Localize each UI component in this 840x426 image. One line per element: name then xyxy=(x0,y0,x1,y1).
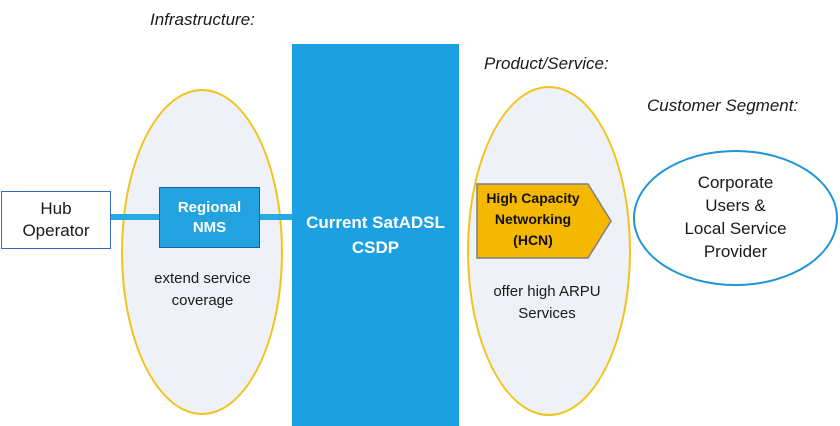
offer-line-1: offer high ARPU xyxy=(493,283,601,300)
hcn-line-1: High Capacity xyxy=(486,190,580,206)
customer-line-1: Corporate xyxy=(697,173,774,192)
offer-line-2: Services xyxy=(518,305,576,322)
infrastructure-label: Infrastructure: xyxy=(150,10,255,29)
csdp-text: Current SatADSL CSDP xyxy=(292,210,459,260)
customer-line-2: Users & xyxy=(705,196,766,215)
regional-nms-box: Regional NMS xyxy=(159,187,260,248)
csdp-bar xyxy=(292,44,459,426)
customer-ellipse xyxy=(633,150,838,286)
regional-nms-line-1: Regional xyxy=(177,198,242,216)
csdp-line-1: Current SatADSL xyxy=(306,213,445,232)
product-service-label: Product/Service: xyxy=(484,54,609,73)
hub-to-nms-connector xyxy=(111,214,160,220)
regional-nms-line-2: NMS xyxy=(192,218,227,236)
customer-line-3: Local Service xyxy=(684,219,787,238)
hub-operator-line-2: Operator xyxy=(22,221,90,240)
hub-operator-line-1: Hub xyxy=(40,199,72,218)
hcn-arrow-shape xyxy=(476,183,612,259)
nms-to-csdp-connector xyxy=(260,214,293,220)
extend-service-line-1: extend service xyxy=(154,270,251,287)
hcn-line-3: (HCN) xyxy=(513,232,553,248)
customer-text: Corporate Users & Local Service Provider xyxy=(633,171,838,263)
infrastructure-ellipse xyxy=(121,89,283,415)
customer-segment-label: Customer Segment: xyxy=(647,96,799,115)
customer-line-4: Provider xyxy=(703,242,768,261)
extend-service-line-2: coverage xyxy=(171,292,234,309)
csdp-line-2: CSDP xyxy=(351,238,400,257)
offer-services-text: offer high ARPU Services xyxy=(477,281,617,325)
hcn-line-2: Networking xyxy=(494,211,572,227)
hub-operator-box: Hub Operator xyxy=(1,191,111,249)
extend-service-text: extend service coverage xyxy=(130,268,275,312)
hcn-text: High Capacity Networking (HCN) xyxy=(476,188,590,251)
